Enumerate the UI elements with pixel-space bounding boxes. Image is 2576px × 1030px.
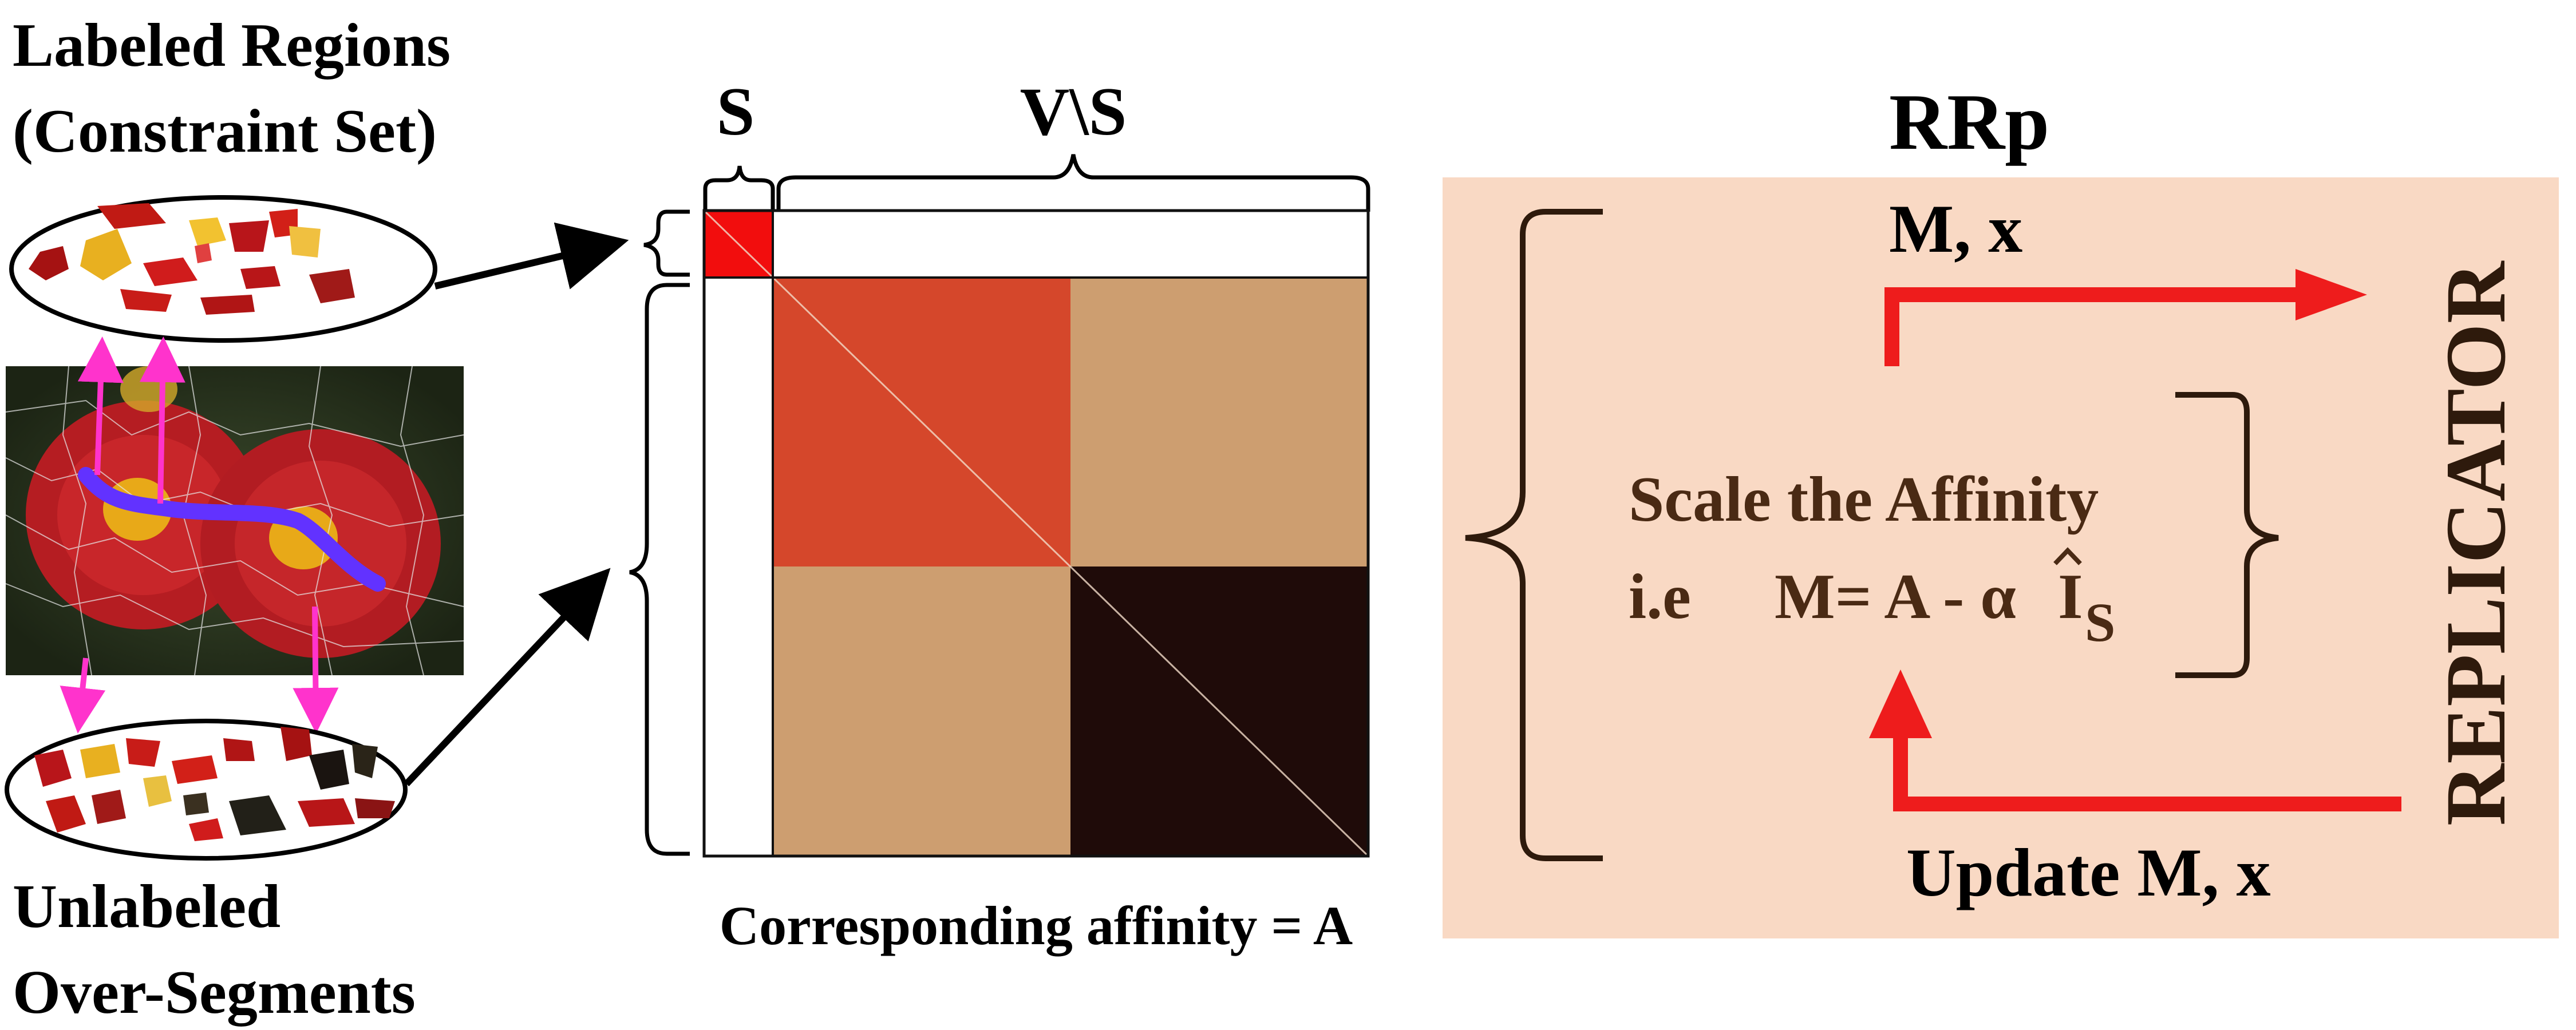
top-red-arrowhead [2296,269,2367,320]
brace-top-vs [776,154,1370,212]
scribble-path [78,467,386,592]
label-s: S [717,73,755,149]
affinity-matrix-panel: S V\S Corresponding affinity = A [629,73,1370,956]
top-arrow-label: M, x [1889,191,2022,267]
center-line2-prefix: i.e [1629,561,1691,632]
brace-left-vs [629,283,690,856]
rrp-title: RRp [1889,78,2049,167]
block-bottom-left [773,566,1070,856]
flower-photo [5,366,464,676]
center-line2: i.e M= A - α I S [1629,547,2115,653]
segmentation-lines [5,366,464,676]
unlabeled-segment-pieces [34,727,395,841]
matrix-diagonal [704,211,1369,857]
inner-right-bracket [2175,392,2279,678]
red-arrows [1884,287,2401,811]
unlabeled-segments-ellipse [5,719,408,861]
arrow-to-unlabeled-left [60,657,106,734]
arrow-to-unlabeled-right [293,606,339,734]
labeled-regions-ellipse [9,195,437,343]
replicator-label: REPLICATOR [2428,260,2523,826]
block-vs-s [705,278,773,856]
bottom-red-arrow [1893,732,2401,811]
unlabeled-title: Unlabeled [13,873,280,941]
hat-icon [2053,547,2082,565]
center-line2-identity: I [2058,561,2083,632]
labeled-regions-title: Labeled Regions [13,11,451,80]
block-s-vs [773,212,1368,278]
block-top-right [1070,278,1368,566]
labeled-segment-pieces [29,203,355,315]
rrp-background [1443,177,2559,938]
arrow-unlabeled-to-vs [404,568,611,787]
top-red-arrow [1884,287,2301,366]
over-segments-title: Over-Segments [13,958,416,1027]
arrow-labeled-to-s [434,222,629,290]
bottom-red-arrowhead [1869,670,1932,738]
matrix-border [702,209,1370,858]
label-v-minus-s: V\S [1020,73,1127,149]
center-line2-subscript: S [2085,592,2115,653]
center-line2-equation: M= A - α [1775,561,2016,632]
brace-left-s [643,209,690,277]
left-panel: Labeled Regions (Constraint Set) [5,11,629,1027]
brace-top-s [703,165,775,212]
bottom-arrow-label: Update M, x [1906,834,2271,910]
arrow-to-labeled-right [139,336,185,504]
center-line1: Scale the Affinity [1629,464,2099,535]
matrix-caption: Corresponding affinity = A [720,895,1353,956]
constraint-set-title: (Constraint Set) [13,97,437,165]
arrow-to-labeled-left [77,336,124,476]
magenta-arrows [60,336,339,734]
left-bracket [1465,209,1603,861]
rrp-panel: RRp M, x Scale the Affinity i.e M= A - α… [1443,78,2559,938]
